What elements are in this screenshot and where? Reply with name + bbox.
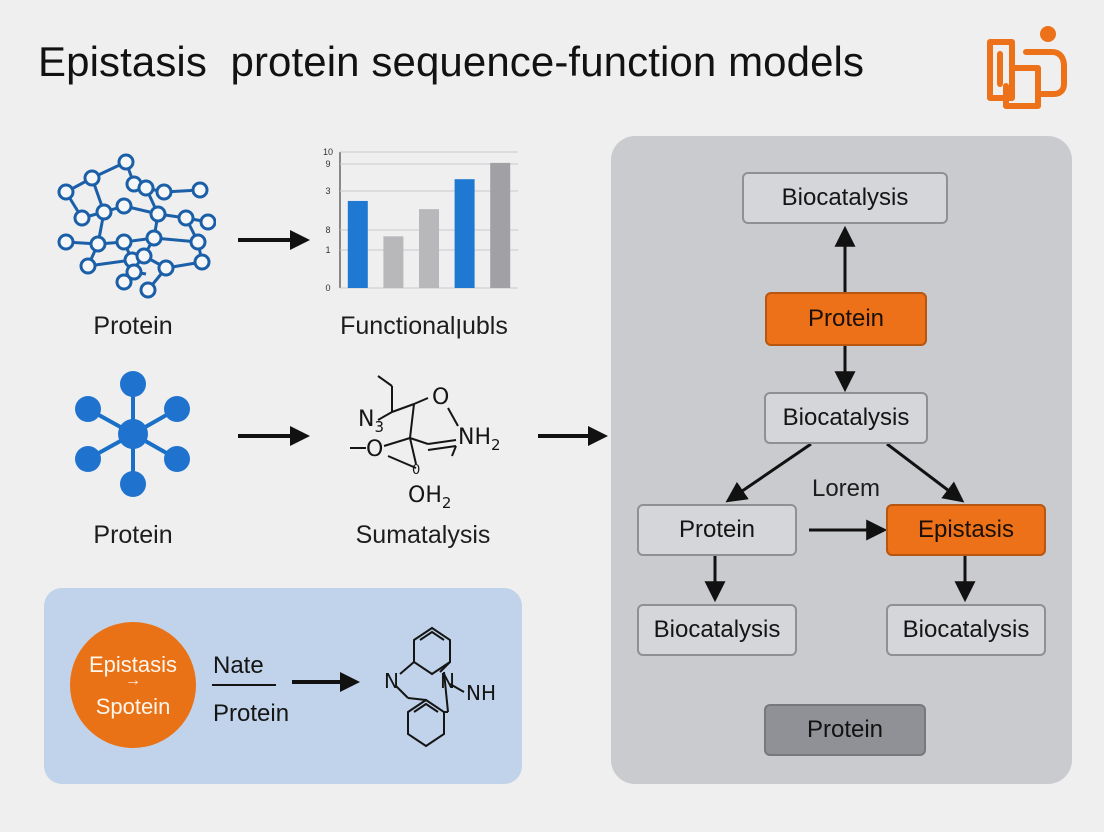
chart-bar — [419, 209, 439, 288]
fraction-line — [212, 684, 276, 686]
chart-y-tick-label: 1 — [325, 245, 330, 255]
chart-y-tick-label: 0 — [325, 283, 330, 293]
node-bottom-right-biocatalysis: Biocatalysis — [886, 604, 1046, 656]
chart-y-tick-label: 9 — [325, 159, 330, 169]
node-footer-protein: Protein — [764, 704, 926, 756]
circle-line-1: Epistasis — [88, 652, 178, 677]
epistasis-circle: Epistasis → Spotein — [70, 622, 196, 748]
row2-arrow — [238, 426, 310, 446]
chemical-structure: N3 O NH2 O 0 OH2 — [350, 375, 501, 512]
circle-line-2: Spotein — [95, 694, 171, 719]
node-bottom-left-biocatalysis: Biocatalysis — [637, 604, 797, 656]
chart-y-tick-label: 3 — [325, 186, 330, 196]
nh2-group: NH2 — [458, 425, 501, 454]
chart-bar — [347, 200, 368, 288]
oh2-group: OH2 — [408, 483, 451, 512]
bottom-n-left: N — [384, 669, 399, 693]
network-label-2: Protein — [93, 521, 173, 549]
row1-arrow — [238, 230, 310, 250]
protein-star-graph — [75, 371, 190, 497]
chart-y-tick-label: 8 — [325, 225, 330, 235]
node-top-biocatalysis: Biocatalysis — [742, 172, 948, 224]
network-label-1: Protein — [93, 312, 173, 340]
workflow-connectors — [704, 225, 976, 603]
panel-link-arrow — [538, 426, 608, 446]
fraction-top: Nate — [213, 652, 264, 679]
chart-bar — [490, 162, 511, 288]
node-middle-biocatalysis: Biocatalysis — [764, 392, 928, 444]
molecule-label: Sumatalysis — [355, 521, 491, 549]
page-title: Epistasis protein sequence-function mode… — [38, 38, 865, 85]
n3-atom: N3 — [358, 407, 384, 436]
protein-network-graph — [57, 153, 216, 299]
bottom-arrow — [292, 672, 360, 692]
edge-label-lorem: Lorem — [811, 475, 881, 502]
bottom-nh: NH — [466, 681, 496, 705]
fraction-bottom: Protein — [213, 700, 290, 727]
o-atom-top: O — [432, 385, 449, 410]
chart-label: Functionalןubls — [340, 312, 508, 340]
circle-arrow: → — [125, 672, 141, 689]
o-atom-left: O — [366, 437, 383, 462]
chart-bar — [454, 179, 475, 288]
document-person-icon — [987, 26, 1067, 109]
node-epistasis: Epistasis — [886, 504, 1046, 556]
bottom-chemical-structure: N N NH — [384, 626, 496, 748]
node-protein: Protein — [765, 292, 927, 346]
chart-bar — [383, 236, 404, 288]
small-o-label: 0 — [412, 463, 420, 478]
chart-y-tick-label: 10 — [323, 147, 333, 157]
node-left-protein: Protein — [637, 504, 797, 556]
bottom-n-right: N — [440, 669, 455, 693]
